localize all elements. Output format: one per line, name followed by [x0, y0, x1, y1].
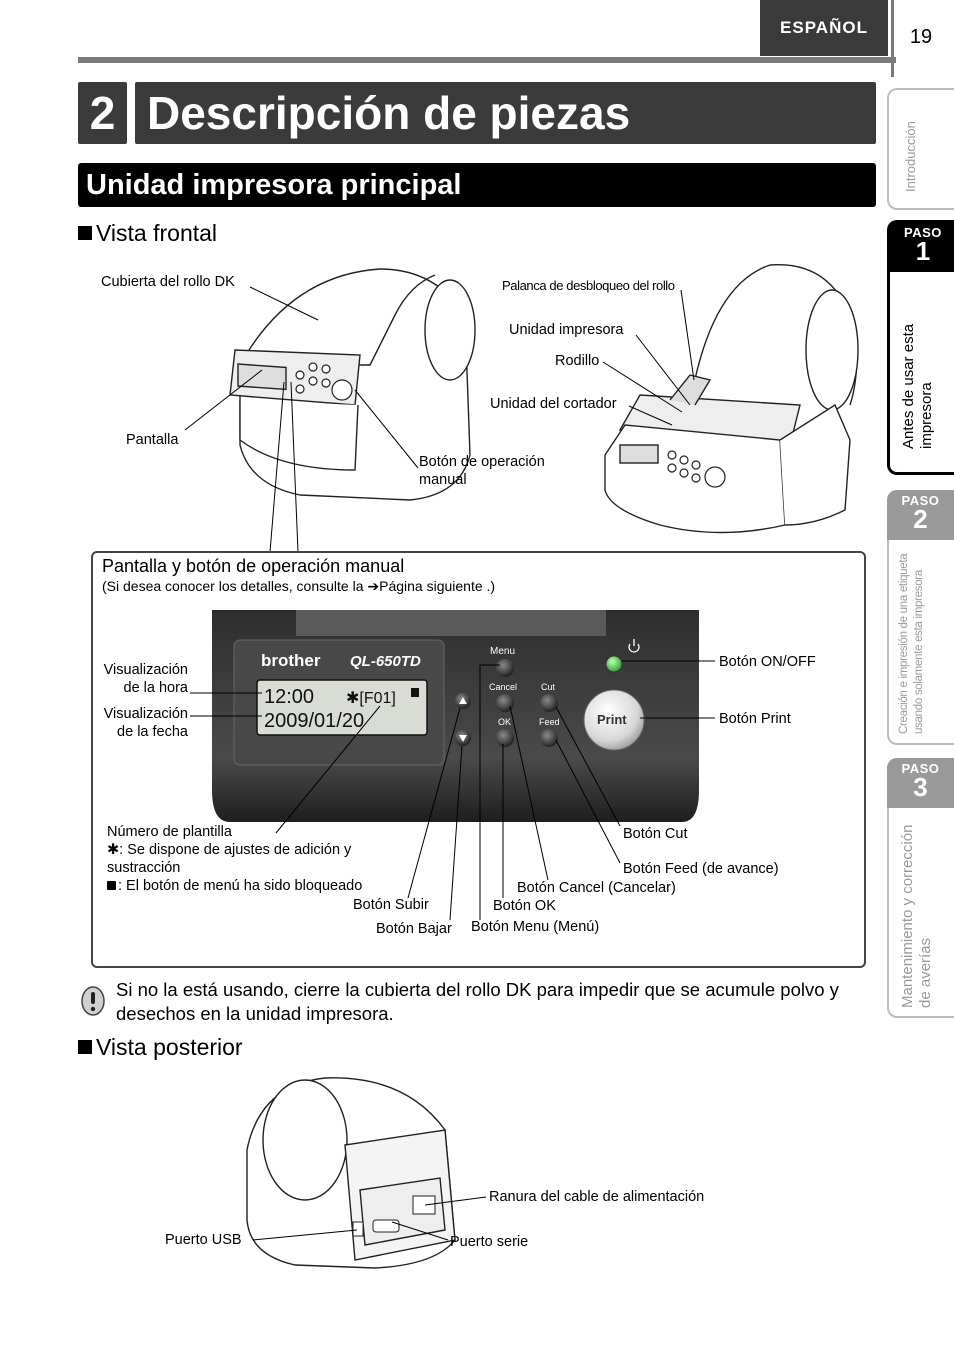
ok-button[interactable] — [496, 729, 514, 747]
label-usb-port: Puerto USB — [165, 1232, 242, 1248]
menu-label: Menu — [490, 646, 515, 657]
panel-subtitle: (Si desea conocer los detalles, consulte… — [102, 578, 496, 594]
label-template-asterisk: ✱: Se dispone de ajustes de adición y su… — [107, 842, 352, 876]
chapter-title: Descripción de piezas — [135, 82, 876, 144]
lcd-lock-icon — [411, 688, 419, 697]
label-template-number: Número de plantilla — [107, 824, 232, 840]
header-rule — [78, 57, 896, 63]
label-feed-button: Botón Feed (de avance) — [623, 861, 779, 877]
lcd-date: 2009/01/20 — [264, 710, 364, 732]
label-down-button: Botón Bajar — [376, 921, 452, 937]
label-serial-port: Puerto serie — [450, 1234, 529, 1250]
label-roller: Rodillo — [555, 353, 600, 369]
print-label: Print — [597, 712, 627, 727]
side-tab-paso-2-label: Creación e impresión de una etiqueta usa… — [898, 553, 925, 734]
printer-rear-illustration — [246, 1077, 456, 1269]
label-manual-button: Botón de operación manual — [419, 454, 545, 488]
asterisk-icon: ✱ — [107, 842, 120, 858]
control-panel-box — [91, 551, 866, 968]
label-release-lever: Palanca de desbloqueo del rollo — [502, 278, 675, 293]
serial-port-shape — [372, 1219, 400, 1233]
language-tab: ESPAÑOL — [760, 0, 888, 56]
menu-button[interactable] — [496, 659, 514, 677]
lock-icon — [107, 881, 116, 890]
up-arrow-icon — [459, 697, 467, 704]
label-cut-button: Botón Cut — [623, 826, 688, 842]
header-divider — [891, 0, 894, 77]
label-dk-cover: Cubierta del rollo DK — [101, 274, 235, 290]
side-tab-introduction-label: Introducción — [903, 121, 918, 192]
side-tab-paso-3-label: Mantenimiento y corrección de averías — [899, 824, 934, 1008]
usb-port-shape — [352, 1221, 364, 1237]
square-bullet-icon — [78, 226, 92, 240]
side-tab-paso-1-label: Antes de usar esta impresora — [900, 323, 935, 449]
label-display: Pantalla — [126, 432, 179, 448]
lcd-template: ✱[F01] — [346, 690, 396, 707]
front-view-heading: Vista frontal — [78, 220, 217, 247]
arrow-right-icon: ➔ — [367, 578, 380, 594]
square-bullet-icon — [78, 1040, 92, 1054]
on-off-button[interactable] — [605, 655, 623, 673]
label-time-display: Visualización de la hora — [103, 662, 188, 696]
label-up-button: Botón Subir — [353, 897, 429, 913]
ok-label: OK — [498, 717, 511, 727]
caution-note: Si no la está usando, cierre la cubierta… — [116, 979, 839, 1024]
label-cutter-unit: Unidad del cortador — [490, 396, 617, 412]
side-tab-introduction[interactable]: Introducción — [887, 88, 954, 210]
label-cancel-button: Botón Cancel (Cancelar) — [517, 880, 676, 896]
label-on-off: Botón ON/OFF — [719, 654, 816, 670]
rear-view-heading: Vista posterior — [78, 1034, 243, 1061]
label-print-button: Botón Print — [719, 711, 791, 727]
page-number: 19 — [909, 26, 933, 48]
label-power-slot: Ranura del cable de alimentación — [489, 1189, 705, 1205]
down-arrow-icon — [459, 735, 467, 742]
label-ok-button: Botón OK — [493, 898, 556, 914]
model-name: QL-650TD — [350, 653, 421, 670]
cancel-label: Cancel — [489, 682, 517, 692]
chapter-number: 2 — [78, 82, 127, 144]
label-print-unit: Unidad impresora — [509, 322, 624, 338]
feed-label: Feed — [539, 717, 560, 727]
section-title: Unidad impresora principal — [78, 163, 876, 207]
power-slot-shape — [412, 1195, 436, 1215]
panel-title: Pantalla y botón de operación manual — [102, 556, 405, 576]
brand-logo: brother — [261, 651, 321, 670]
caution-icon — [81, 986, 105, 1016]
label-template-lock: : El botón de menú ha sido bloqueado — [107, 877, 362, 895]
printer-front-illustration — [229, 268, 476, 501]
label-date-display: Visualización de la fecha — [103, 706, 188, 740]
power-icon — [628, 639, 640, 653]
control-panel-illustration: brother QL-650TD 12:00 ✱[F01] 2009/01/20… — [212, 610, 699, 822]
label-menu-button: Botón Menu (Menú) — [471, 919, 600, 935]
cut-button[interactable] — [540, 694, 558, 712]
printer-open-illustration — [604, 263, 859, 534]
cut-label: Cut — [541, 682, 556, 692]
feed-button[interactable] — [540, 729, 558, 747]
lcd-time: 12:00 — [264, 686, 314, 708]
cancel-button[interactable] — [496, 694, 514, 712]
